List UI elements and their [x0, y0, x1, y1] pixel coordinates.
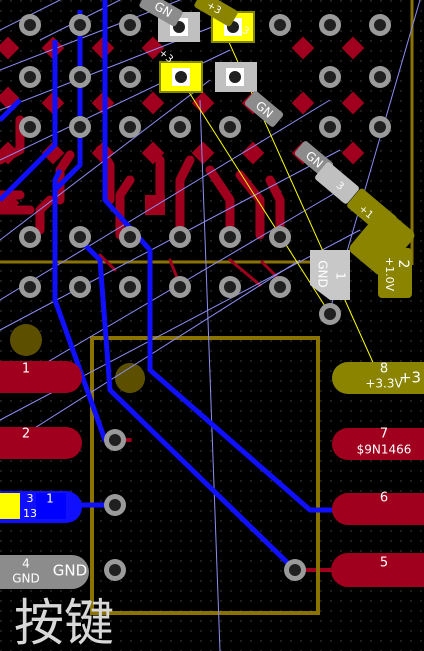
top-smd-pads[interactable] — [158, 11, 257, 93]
pad-2[interactable] — [0, 427, 82, 459]
outline-circle-left — [10, 324, 42, 356]
component-label: 按键 — [14, 594, 114, 651]
cap-pad-2-number: 2 — [395, 260, 411, 269]
cap-pad-1-net: GND — [316, 260, 330, 288]
pad-2-number: 2 — [22, 427, 30, 442]
pad-left-blue[interactable] — [36, 493, 66, 519]
pad-7-net: $9N1466 — [357, 443, 412, 457]
cap-pad-2[interactable] — [378, 248, 412, 298]
pad-4-number: 4 — [22, 557, 30, 571]
button-pad-labels-right: 8 +3.3V +3 7 $9N1466 6 5 — [357, 362, 421, 571]
pad-4[interactable] — [0, 555, 89, 589]
button-pads-left[interactable] — [0, 361, 89, 589]
diagonal-pads — [139, 0, 415, 276]
cap-pad-1[interactable] — [310, 250, 350, 300]
outline-circle-inner — [115, 363, 145, 393]
top-minus-label: -3 — [237, 23, 251, 38]
via-grid — [19, 14, 396, 581]
pad-8[interactable] — [332, 362, 424, 394]
button-pad-labels-left: 1 2 1 3 13 4 GND GND — [12, 362, 87, 586]
cap-pad-1-number: 1 — [334, 272, 348, 280]
pad-8-side-net: +3 — [399, 369, 421, 387]
pad-6[interactable] — [332, 493, 424, 525]
pad-7-number: 7 — [380, 427, 388, 442]
button-footprint-outline — [90, 336, 320, 615]
pad-5-number: 5 — [380, 556, 388, 571]
pad-8-net: +3.3V — [365, 377, 403, 391]
cap-pad-2-net: +1.0V — [383, 257, 396, 292]
capacitor-footprint[interactable] — [310, 248, 412, 300]
pad-4-side-net: GND — [53, 562, 87, 580]
button-pads-right[interactable] — [331, 362, 424, 587]
diag-pad-a-label: 3 — [334, 180, 346, 193]
pad-8-number: 8 — [380, 362, 388, 377]
pad-left-1-number: 1 — [22, 362, 30, 377]
pad-left-yellow[interactable] — [0, 493, 20, 519]
pad-7[interactable] — [332, 428, 424, 460]
smd-pad-mid-left[interactable] — [159, 61, 203, 93]
pad-6-number: 6 — [380, 491, 388, 506]
left-label-13: 13 — [23, 507, 37, 520]
pad-5[interactable] — [331, 553, 424, 587]
pad-4-net: GND — [12, 572, 40, 586]
pad-1-number: 1 — [46, 492, 54, 506]
pad-left-1[interactable] — [0, 361, 82, 393]
capacitor-labels: 1 GND 2 +1.0V — [316, 257, 412, 292]
left-label-3: 3 — [27, 492, 34, 505]
